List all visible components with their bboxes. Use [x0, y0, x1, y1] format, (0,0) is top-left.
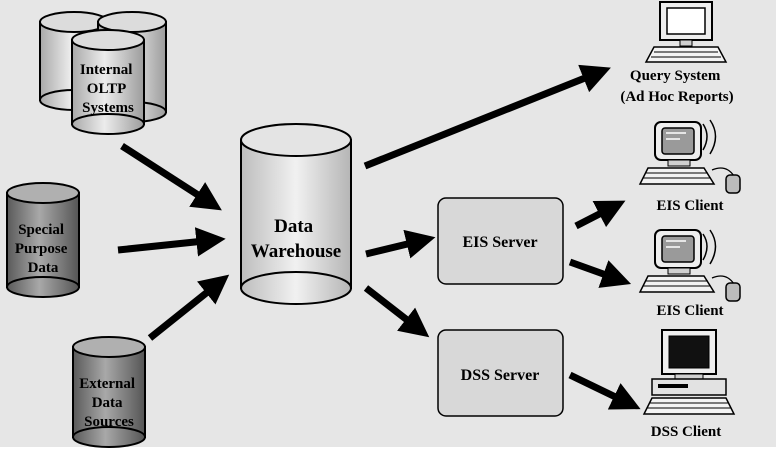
- dss-client-label: DSS Client: [651, 424, 721, 440]
- query-system-line-2: (Ad Hoc Reports): [620, 89, 733, 105]
- oltp-cylinder-front: [71, 29, 145, 135]
- arrow-eis-server-to-client-2: [568, 258, 632, 288]
- arrow-special-to-warehouse: [117, 227, 226, 257]
- dss-server-label: DSS Server: [461, 367, 540, 384]
- arrow-warehouse-to-eis-server: [365, 229, 436, 259]
- eis-server-box: EIS Server: [437, 197, 564, 285]
- eis-client-1-label: EIS Client: [656, 198, 723, 214]
- arrow-warehouse-to-dss-server: [363, 285, 430, 338]
- external-sources-label: External Data Sources: [79, 376, 139, 430]
- oltp-label-line-2: OLTP: [87, 81, 126, 97]
- eis-client-2-label: EIS Client: [656, 303, 723, 319]
- external-data-sources-cylinder: External Data Sources: [72, 336, 146, 448]
- eis-client-1-computer-icon: [638, 119, 741, 194]
- dss-client-computer-icon: [642, 329, 736, 415]
- bottom-strip: [0, 447, 776, 457]
- special-purpose-line-3: Data: [28, 260, 59, 276]
- special-purpose-label: Special Purpose Data: [15, 222, 71, 276]
- arrow-oltp-to-warehouse: [120, 143, 222, 211]
- arrow-dss-server-to-client: [568, 371, 641, 410]
- query-system-label: Query System (Ad Hoc Reports): [620, 68, 733, 105]
- query-system-computer-icon: [644, 1, 728, 63]
- arrow-external-to-warehouse: [147, 274, 230, 341]
- external-sources-line-2: Data: [92, 395, 123, 411]
- eis-server-label: EIS Server: [462, 234, 537, 251]
- data-warehouse-cylinder: Data Warehouse: [240, 123, 352, 305]
- oltp-label-line-3: Systems: [82, 100, 134, 116]
- external-sources-line-1: External: [79, 376, 135, 392]
- arrow-eis-server-to-client-1: [574, 200, 626, 230]
- internal-oltp-systems-cylinders: Internal OLTP Systems: [39, 11, 167, 135]
- external-sources-line-3: Sources: [84, 414, 134, 430]
- query-system-line-1: Query System: [630, 68, 721, 84]
- flow-arrows: [117, 64, 641, 410]
- warehouse-label: Data Warehouse: [251, 216, 341, 262]
- special-purpose-line-1: Special: [18, 222, 64, 238]
- special-purpose-line-2: Purpose: [15, 241, 68, 257]
- arrow-warehouse-to-query: [363, 64, 611, 170]
- warehouse-label-line-2: Warehouse: [251, 241, 341, 262]
- special-purpose-data-cylinder: Special Purpose Data: [6, 182, 80, 298]
- eis-client-2-computer-icon: [638, 229, 741, 302]
- dss-server-box: DSS Server: [437, 329, 564, 417]
- warehouse-label-line-1: Data: [274, 216, 314, 237]
- oltp-label-line-1: Internal: [80, 62, 133, 78]
- oltp-label: Internal OLTP Systems: [80, 62, 136, 116]
